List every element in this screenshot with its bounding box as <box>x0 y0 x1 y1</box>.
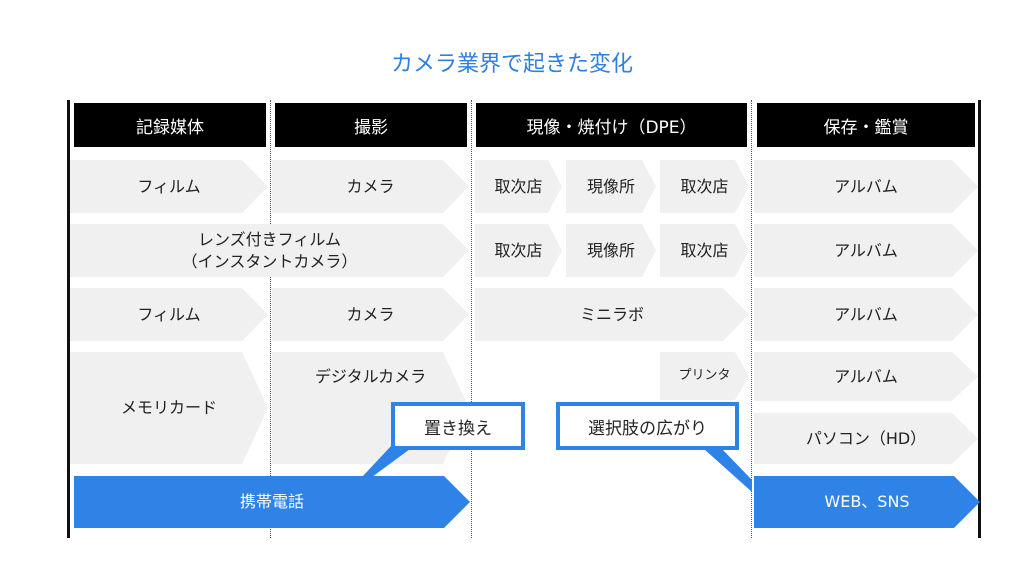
step-camera: カメラ <box>272 160 469 213</box>
step-agent: 取次店 <box>475 224 562 277</box>
step-agent: 取次店 <box>660 224 749 277</box>
step-film: フィルム <box>70 288 268 341</box>
step-album: アルバム <box>754 224 978 277</box>
step-pc: パソコン（HD） <box>754 413 978 464</box>
column-divider <box>270 100 271 538</box>
step-memory-card: メモリカード <box>70 352 268 464</box>
header-dpe: 現像・焼付け（DPE） <box>476 103 747 147</box>
step-album: アルバム <box>754 352 978 401</box>
step-disposable-camera: レンズ付きフィルム （インスタントカメラ） <box>70 224 469 277</box>
callout-tail-expand <box>704 449 752 492</box>
step-film: フィルム <box>70 160 268 213</box>
step-agent: 取次店 <box>475 160 562 213</box>
left-border-line <box>67 100 70 538</box>
step-album: アルバム <box>754 160 978 213</box>
callout-replace: 置き換え <box>391 402 525 450</box>
step-agent: 取次店 <box>660 160 749 213</box>
step-web-sns: WEB、SNS <box>754 476 980 528</box>
header-shoot: 撮影 <box>275 103 467 147</box>
step-album: アルバム <box>754 288 978 341</box>
step-minilab: ミニラボ <box>475 288 749 341</box>
slide-title: カメラ業界で起きた変化 <box>390 52 633 77</box>
step-mobile-phone: 携帯電話 <box>74 476 470 528</box>
header-media: 記録媒体 <box>74 103 266 147</box>
step-lab: 現像所 <box>566 160 656 213</box>
right-border-line <box>978 100 981 538</box>
step-lab: 現像所 <box>566 224 656 277</box>
callout-expand: 選択肢の広がり <box>556 402 739 450</box>
callout-tail-replace <box>362 445 410 477</box>
step-printer: プリンタ <box>660 352 749 400</box>
column-divider <box>751 100 752 538</box>
header-save: 保存・鑑賞 <box>757 103 975 147</box>
step-camera: カメラ <box>272 288 469 341</box>
column-divider <box>471 100 472 538</box>
